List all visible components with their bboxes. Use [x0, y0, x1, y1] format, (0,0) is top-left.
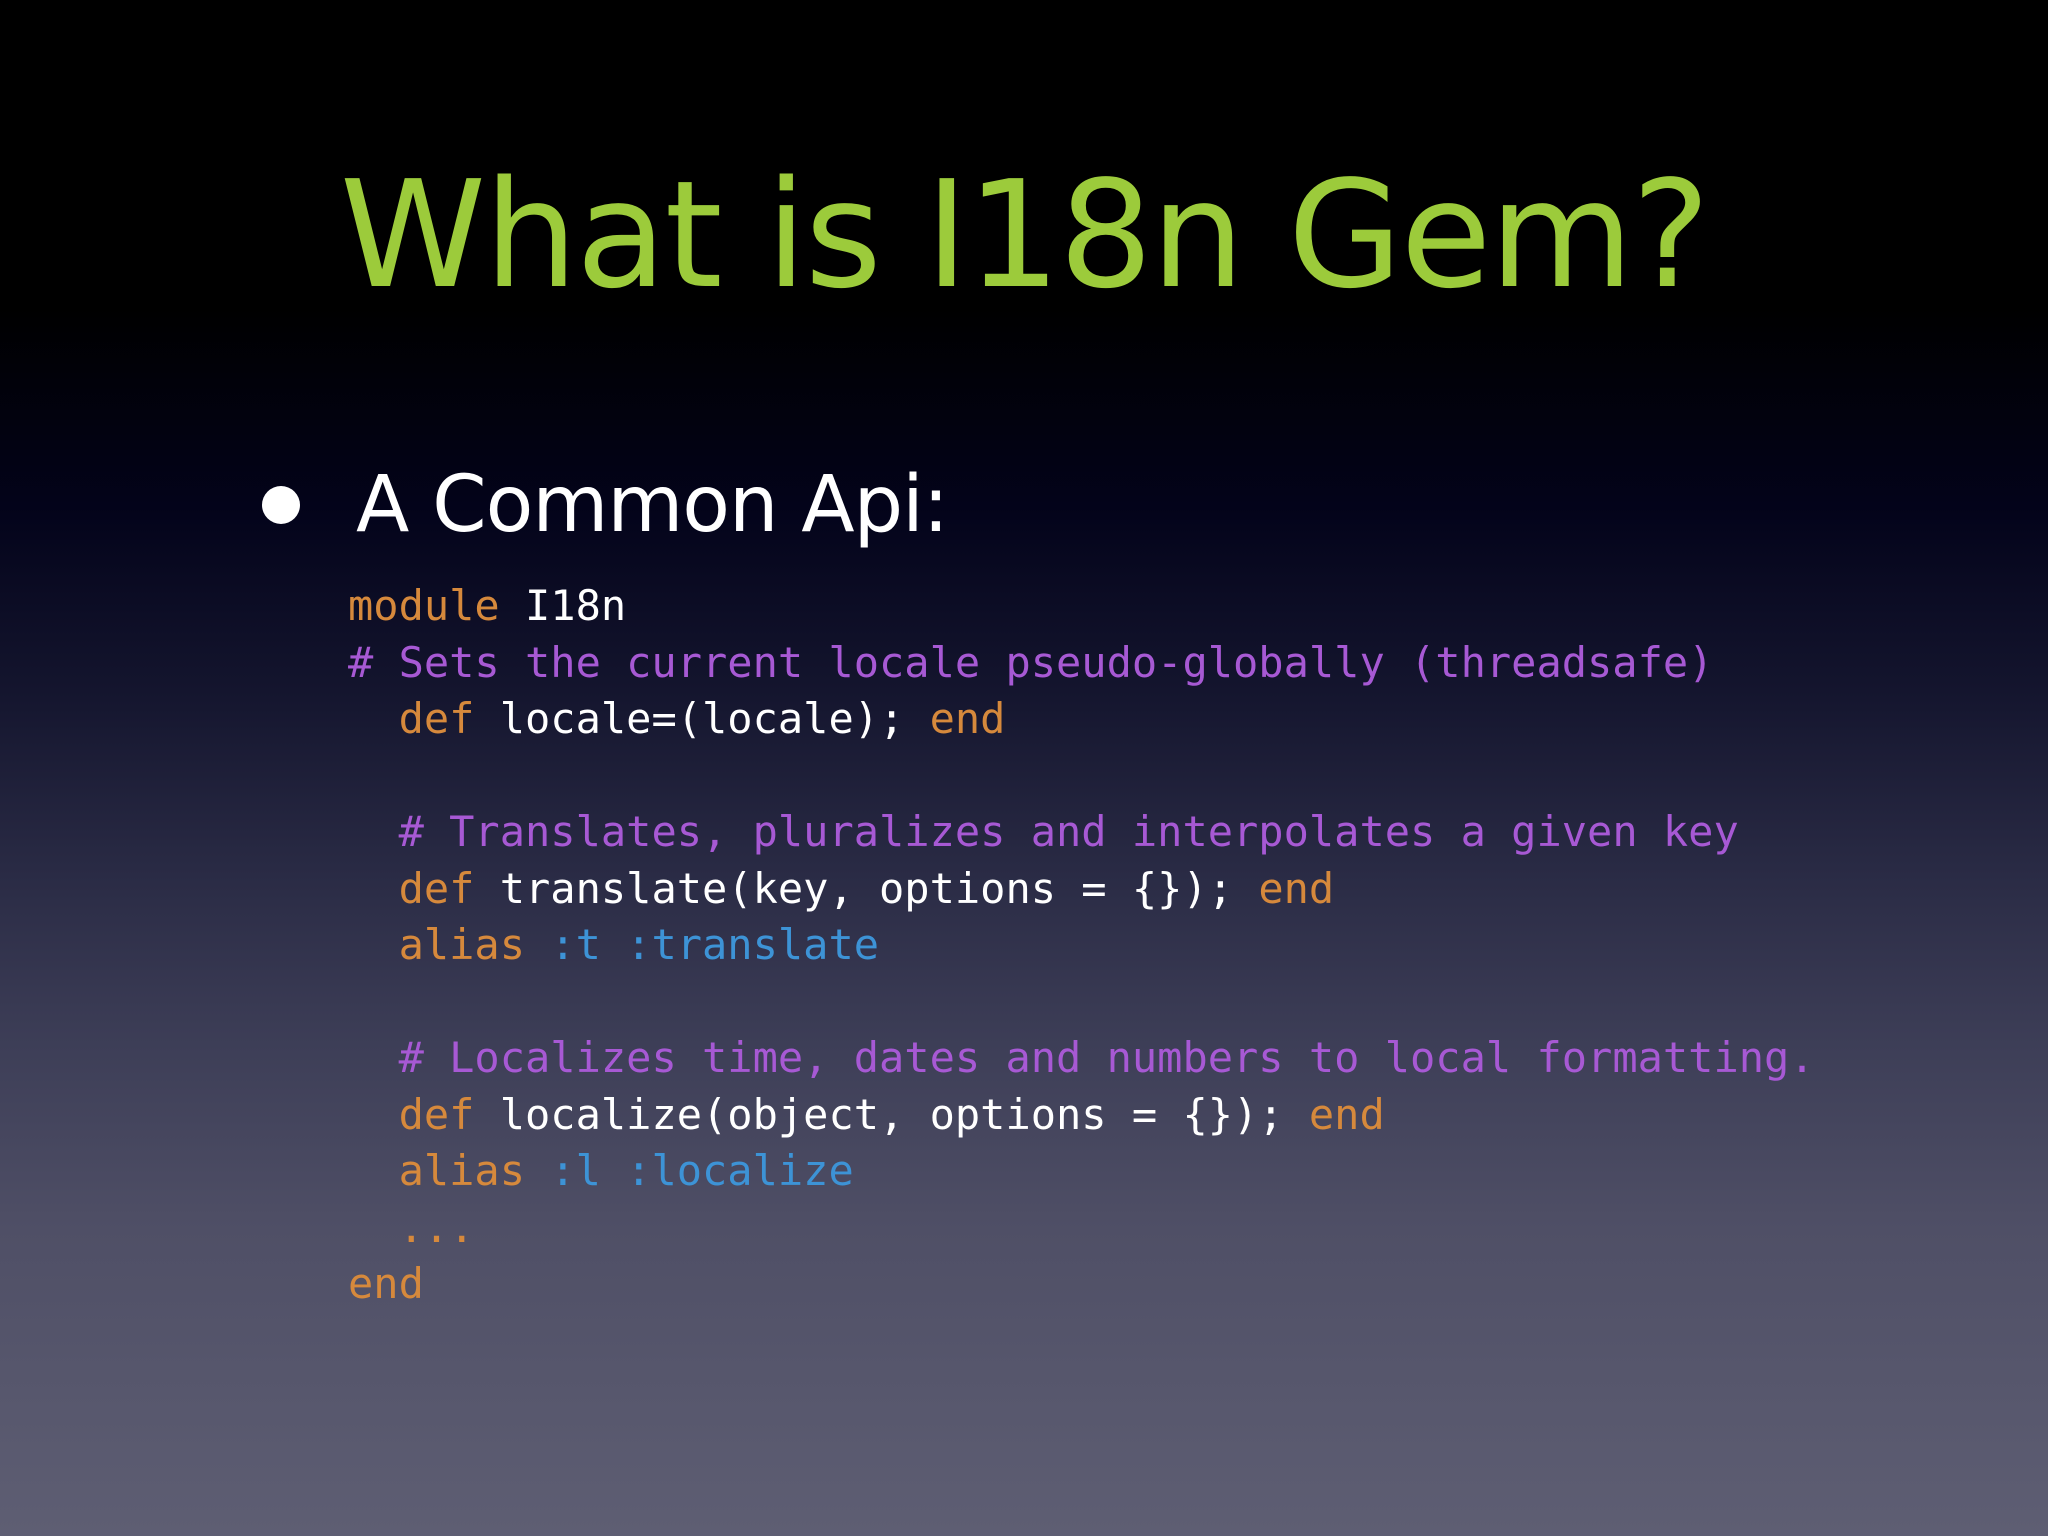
code-comment: # Sets the current locale pseudo-globall…: [348, 637, 1714, 687]
code-keyword: def: [398, 694, 475, 743]
code-line-7: alias :t :translate: [348, 917, 1815, 974]
code-indent: [348, 1146, 399, 1195]
code-symbol: :l :localize: [525, 1146, 854, 1195]
code-line-11: alias :l :localize: [348, 1143, 1815, 1200]
code-keyword: end: [348, 1259, 424, 1308]
code-text: translate(key, options = {});: [474, 863, 1259, 913]
code-line-13: end: [348, 1256, 1815, 1313]
code-line-8: [348, 974, 1815, 1031]
code-line-4: [348, 748, 1815, 805]
code-text: locale=(locale);: [474, 694, 930, 743]
code-indent: [348, 1203, 399, 1252]
code-keyword: def: [398, 1089, 475, 1139]
code-line-3: def locale=(locale); end: [348, 691, 1815, 748]
code-text: I18n: [499, 581, 627, 630]
code-line-1: module I18n: [348, 578, 1815, 635]
code-keyword: end: [1258, 863, 1335, 913]
code-indent: [348, 1090, 399, 1139]
slide-title: What is I18n Gem?: [339, 149, 1710, 321]
code-line-10: def localize(object, options = {}); end: [348, 1087, 1815, 1144]
code-indent: [348, 920, 399, 969]
code-indent: [348, 807, 399, 856]
code-text: localize(object, options = {});: [474, 1089, 1309, 1139]
code-ellipsis: ...: [398, 1202, 475, 1252]
code-line-12: ...: [348, 1200, 1815, 1257]
bullet-text: A Common Api:: [356, 460, 949, 550]
code-indent: [348, 1033, 399, 1082]
code-indent: [348, 694, 399, 743]
code-keyword: alias: [398, 1146, 526, 1195]
code-comment: # Translates, pluralizes and interpolate…: [398, 807, 1739, 856]
code-keyword: module: [348, 581, 500, 630]
bullet-dot-icon: [262, 486, 300, 524]
code-keyword: end: [1308, 1089, 1385, 1139]
code-line-2: # Sets the current locale pseudo-globall…: [348, 635, 1815, 692]
code-line-9: # Localizes time, dates and numbers to l…: [348, 1030, 1815, 1087]
code-line-5: # Translates, pluralizes and interpolate…: [348, 804, 1815, 861]
code-indent: [348, 864, 399, 913]
code-symbol: :t :translate: [525, 920, 880, 969]
code-comment: # Localizes time, dates and numbers to l…: [398, 1033, 1815, 1082]
code-keyword: end: [929, 694, 1006, 743]
code-line-6: def translate(key, options = {}); end: [348, 861, 1815, 918]
bullet-item: A Common Api:: [262, 455, 949, 555]
code-block: module I18n# Sets the current locale pse…: [348, 578, 1815, 1313]
code-keyword: def: [398, 863, 475, 913]
code-keyword: alias: [398, 920, 526, 969]
